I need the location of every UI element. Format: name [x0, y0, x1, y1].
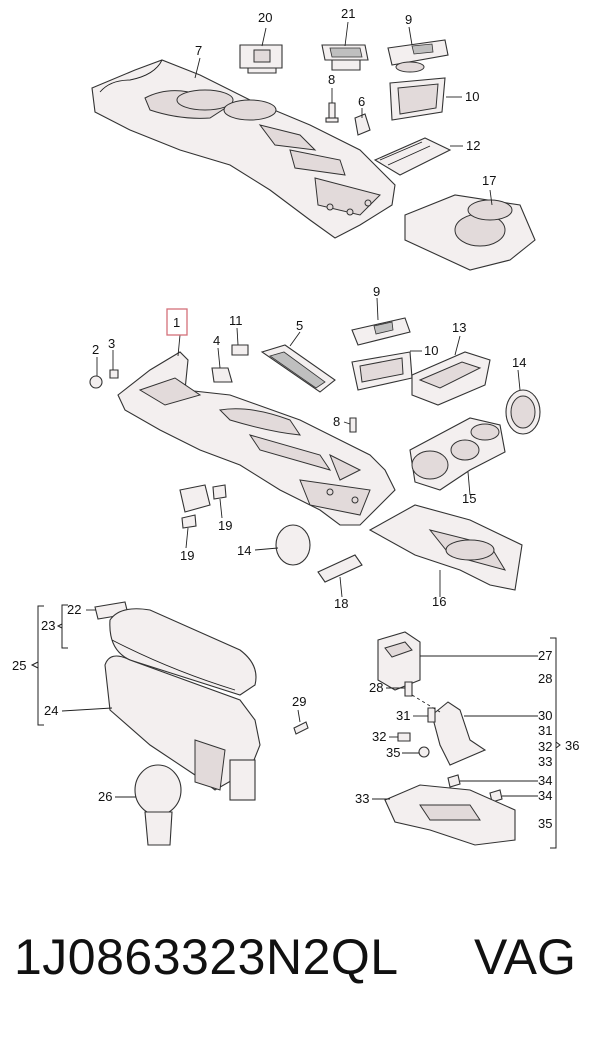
- part-number: 1J0863323N2QL: [14, 929, 399, 985]
- callout-13: 13: [452, 320, 466, 335]
- callout-21: 21: [341, 6, 355, 21]
- callout-29: 29: [292, 694, 306, 709]
- callout-11: 11: [229, 313, 243, 328]
- callout-31-left: 31: [396, 708, 410, 723]
- callout-10-top: 10: [465, 89, 479, 104]
- callout-24: 24: [44, 703, 58, 718]
- callout-14-cap: 14: [237, 543, 251, 558]
- callout-32-left: 32: [372, 729, 386, 744]
- callout-35-right: 35: [538, 816, 552, 831]
- brand-label: VAG: [474, 929, 576, 985]
- callout-17: 17: [482, 173, 496, 188]
- leader-lines: [61, 21, 538, 800]
- callout-26: 26: [98, 789, 112, 804]
- callout-25: 25: [12, 658, 26, 673]
- callout-31-right: 31: [538, 723, 552, 738]
- callout-7: 7: [195, 43, 202, 58]
- callout-4: 4: [213, 333, 220, 348]
- callout-34-top: 34: [538, 773, 552, 788]
- callout-6: 6: [358, 94, 365, 109]
- callout-28-left: 28: [369, 680, 383, 695]
- armrest-drawing: [94, 601, 309, 846]
- callout-19-right: 19: [218, 518, 232, 533]
- callout-19-left: 19: [180, 548, 194, 563]
- parts-diagram: 20 21 9 7 8 6 10 12 17 1 11 5 9 13 2 3 4…: [12, 6, 579, 849]
- callout-30: 30: [538, 708, 552, 723]
- callout-18: 18: [334, 596, 348, 611]
- callout-36: 36: [565, 738, 579, 753]
- callout-20: 20: [258, 10, 272, 25]
- callout-10-mid: 10: [424, 343, 438, 358]
- center-console-assembly-drawing: [89, 317, 541, 591]
- callout-27: 27: [538, 648, 552, 663]
- callout-12: 12: [466, 138, 480, 153]
- callout-2: 2: [92, 342, 99, 357]
- callout-23: 23: [41, 618, 55, 633]
- group-brackets: [30, 604, 561, 849]
- callout-33-left: 33: [355, 791, 369, 806]
- callout-3: 3: [108, 336, 115, 351]
- callout-1: 1: [173, 315, 180, 330]
- callout-32-right: 32: [538, 739, 552, 754]
- highlight-box: [166, 308, 188, 336]
- callout-8-top: 8: [328, 72, 335, 87]
- callout-33-right: 33: [538, 754, 552, 769]
- callout-16: 16: [432, 594, 446, 609]
- callout-labels: 20 21 9 7 8 6 10 12 17 1 11 5 9 13 2 3 4…: [12, 6, 579, 831]
- callout-9-top: 9: [405, 12, 412, 27]
- callout-34-bottom: 34: [538, 788, 552, 803]
- mounting-bracket-drawing: [377, 631, 516, 846]
- callout-8-mid: 8: [333, 414, 340, 429]
- callout-22: 22: [67, 602, 81, 617]
- callout-28-right: 28: [538, 671, 552, 686]
- callout-14-ring: 14: [512, 355, 526, 370]
- callout-35-left: 35: [386, 745, 400, 760]
- center-console-upper-drawing: [91, 39, 536, 271]
- callout-5: 5: [296, 318, 303, 333]
- callout-9-mid: 9: [373, 284, 380, 299]
- callout-15: 15: [462, 491, 476, 506]
